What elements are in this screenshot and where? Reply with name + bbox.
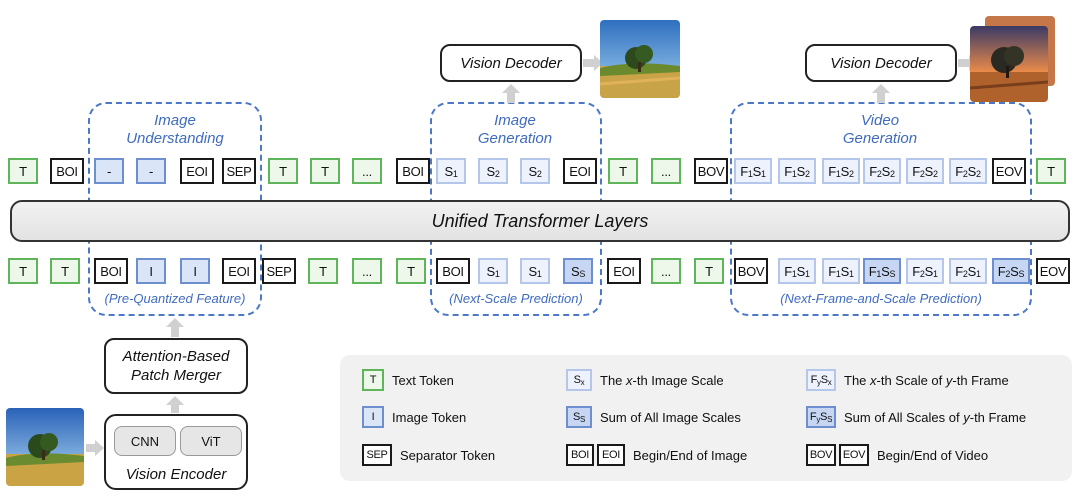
up-arrow-icon [166, 318, 184, 327]
legend-chip-text: T [362, 369, 384, 391]
up-arrow-icon [502, 84, 520, 93]
bottom-row-token: BOV [734, 258, 768, 284]
vision-encoder: CNN ViT Vision Encoder [104, 414, 248, 490]
bottom-row-token: I [136, 258, 166, 284]
up-arrow-stem [507, 93, 515, 103]
cnn-block: CNN [114, 426, 176, 456]
bottom-row-token: EOI [607, 258, 641, 284]
top-row-token: EOV [992, 158, 1026, 184]
legend-chip-eov: EOV [839, 444, 869, 466]
bottom-row-token: ... [352, 258, 382, 284]
up-arrow-icon [166, 396, 184, 405]
legend-begin-end-video: BOV EOV Begin/End of Video [806, 444, 988, 466]
bottom-row-token: SEP [262, 258, 296, 284]
bottom-row-token: T [396, 258, 426, 284]
top-row-token: BOI [50, 158, 84, 184]
bottom-row-token: T [694, 258, 724, 284]
legend-begin-end-image: BOI EOI Begin/End of Image [566, 444, 747, 466]
bottom-row-token: EOI [222, 258, 256, 284]
vision-decoder-video: Vision Decoder [805, 44, 957, 82]
top-row-token: ... [651, 158, 681, 184]
legend-chip-image: I [362, 406, 384, 428]
legend-chip-sep: SEP [362, 444, 392, 466]
vision-decoder-image: Vision Decoder [440, 44, 582, 82]
legend-text-token: T Text Token [362, 369, 454, 391]
top-row-token: T [8, 158, 38, 184]
top-row-token: BOV [694, 158, 728, 184]
up-arrow-stem [171, 405, 179, 413]
generated-image-thumbnail [600, 20, 680, 98]
up-arrow-icon [872, 84, 890, 93]
legend-panel: T Text Token I Image Token SEP Separator… [340, 355, 1072, 481]
legend-separator-token: SEP Separator Token [362, 444, 495, 466]
top-row-token: T [608, 158, 638, 184]
legend-chip-bov: BOV [806, 444, 836, 466]
top-row-token: T [310, 158, 340, 184]
top-row-token: - [136, 158, 166, 184]
bottom-row-token: BOI [94, 258, 128, 284]
vision-encoder-label: Vision Encoder [125, 466, 227, 483]
top-row-token: ... [352, 158, 382, 184]
top-row-token: T [268, 158, 298, 184]
top-row-token: BOI [396, 158, 430, 184]
top-row-token: EOI [180, 158, 214, 184]
top-row-token: EOI [563, 158, 597, 184]
top-row-token: T [1036, 158, 1066, 184]
vit-block: ViT [180, 426, 242, 456]
bottom-row-token: BOI [436, 258, 470, 284]
legend-chip-eoi: EOI [597, 444, 625, 466]
bottom-row-token: I [180, 258, 210, 284]
bottom-row-token: T [308, 258, 338, 284]
input-arrow-icon [86, 440, 104, 461]
up-arrow-stem [877, 93, 885, 103]
top-row-token: SEP [222, 158, 256, 184]
bottom-row-token: T [50, 258, 80, 284]
bottom-row-token: EOV [1036, 258, 1070, 284]
input-image-thumbnail [6, 408, 84, 486]
understanding-caption: (Pre-Quantized Feature) [104, 291, 246, 306]
unified-transformer-layers: Unified Transformer Layers [10, 200, 1070, 242]
up-arrow-stem [171, 327, 179, 337]
bottom-row-token: ... [651, 258, 681, 284]
legend-chip-boi: BOI [566, 444, 594, 466]
decoder-output-arrow-icon [583, 55, 603, 76]
video-generation-caption: (Next-Frame-and-Scale Prediction) [780, 291, 982, 306]
generation-caption: (Next-Scale Prediction) [449, 291, 583, 306]
legend-image-token: I Image Token [362, 406, 466, 428]
generated-video-thumbnail [970, 26, 1048, 102]
bottom-row-token: T [8, 258, 38, 284]
top-row-token: - [94, 158, 124, 184]
